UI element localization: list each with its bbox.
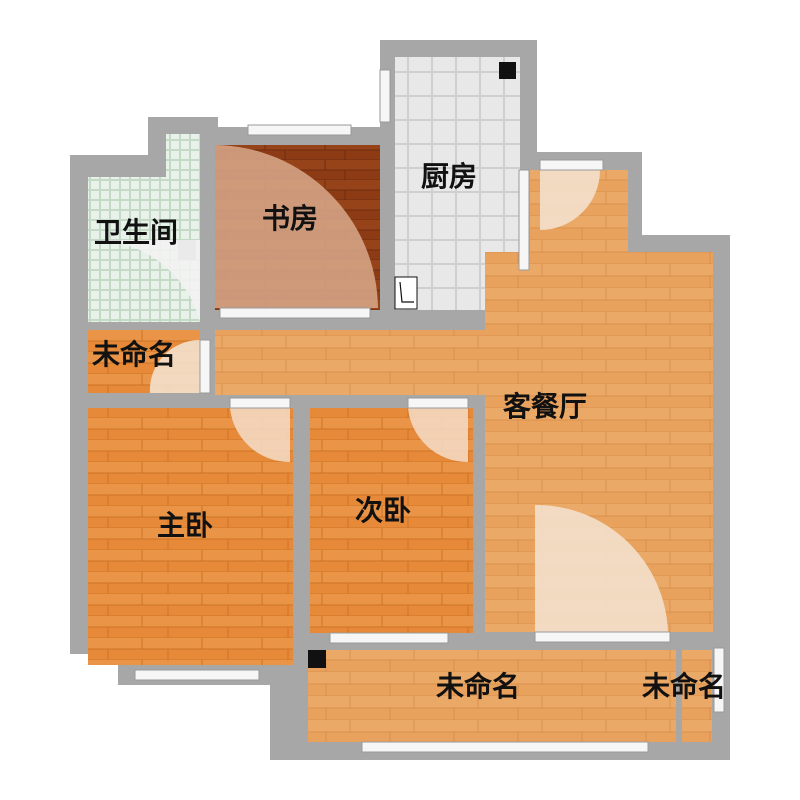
kitchen-sink-icon [394, 276, 418, 310]
balcony-floor [308, 650, 676, 742]
label-study: 书房 [262, 202, 318, 235]
living-kitchen-door-swing [540, 170, 600, 230]
master-door-swing [230, 408, 290, 463]
label-balcony: 未命名 [436, 670, 520, 703]
bathroom-floor-top [166, 134, 200, 179]
living-entry-door-swing [535, 504, 668, 632]
study-door-swing [215, 145, 378, 308]
second-door-swing [408, 408, 468, 463]
label-kitchen: 厨房 [421, 160, 477, 193]
label-master-bedroom: 主卧 [157, 509, 213, 542]
label-bathroom: 卫生间 [94, 216, 178, 249]
label-living-dining: 客餐厅 [503, 390, 587, 423]
unnamed-left-door-swing [149, 339, 200, 393]
label-small-balcony: 未命名 [642, 670, 726, 703]
bathroom-door-swing [90, 239, 200, 322]
balcony-column [308, 650, 326, 668]
kitchen-column [499, 62, 516, 79]
label-unnamed-left: 未命名 [92, 338, 176, 371]
small-balcony-floor [682, 650, 712, 742]
label-second-bedroom: 次卧 [355, 494, 411, 527]
windows [134, 69, 725, 753]
